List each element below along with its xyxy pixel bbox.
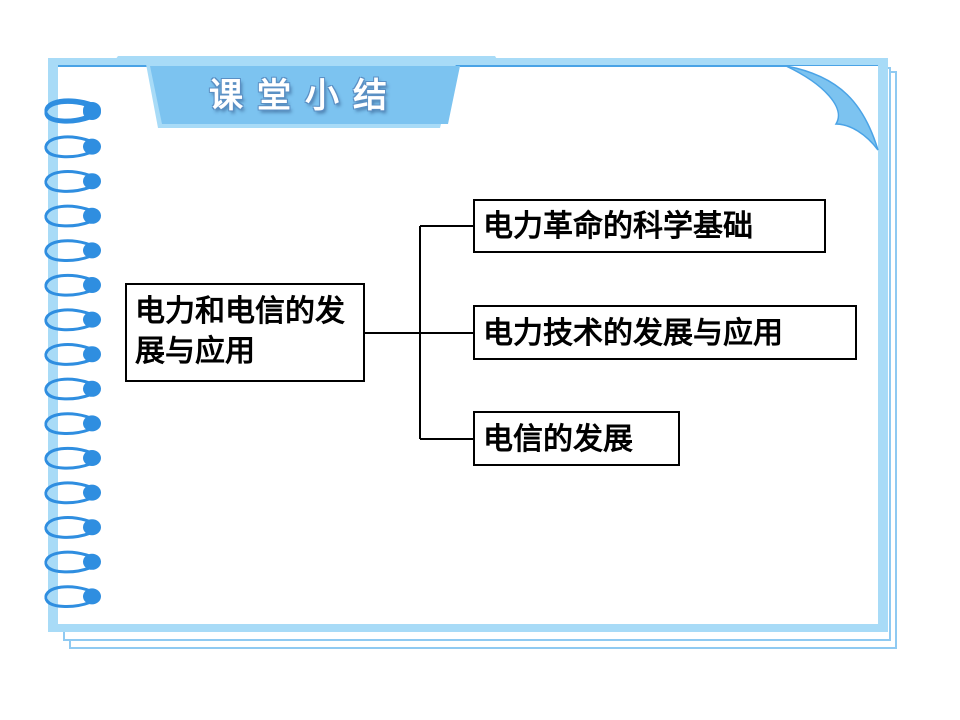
page-curl-icon — [786, 66, 878, 150]
spiral-ring-icon — [44, 516, 101, 539]
spiral-ring-icon — [44, 343, 101, 366]
child-node-1: 电力革命的科学基础 — [473, 199, 826, 253]
spiral-ring-icon — [44, 412, 101, 435]
spiral-ring-icon — [44, 550, 101, 574]
spiral-ring-icon — [44, 308, 101, 332]
spiral-ring-icon — [44, 585, 101, 608]
title-tab-inner — [150, 66, 460, 124]
spiral-ring-icon — [44, 481, 101, 505]
child-node-3: 电信的发展 — [473, 411, 680, 466]
spiral-ring-icon — [44, 100, 101, 124]
slide-title: 课堂小结 — [209, 76, 401, 116]
spiral-ring-icon — [44, 239, 101, 262]
spiral-ring-icon — [44, 377, 101, 401]
spiral-ring-icon — [44, 170, 101, 193]
root-node: 电力和电信的发展与应用 — [125, 283, 365, 382]
spiral-ring-icon — [44, 135, 101, 159]
spiral-ring-icon — [44, 273, 101, 297]
child-node-2: 电力技术的发展与应用 — [473, 305, 857, 360]
spiral-ring-icon — [44, 446, 101, 470]
spiral-ring-icon — [44, 204, 101, 228]
